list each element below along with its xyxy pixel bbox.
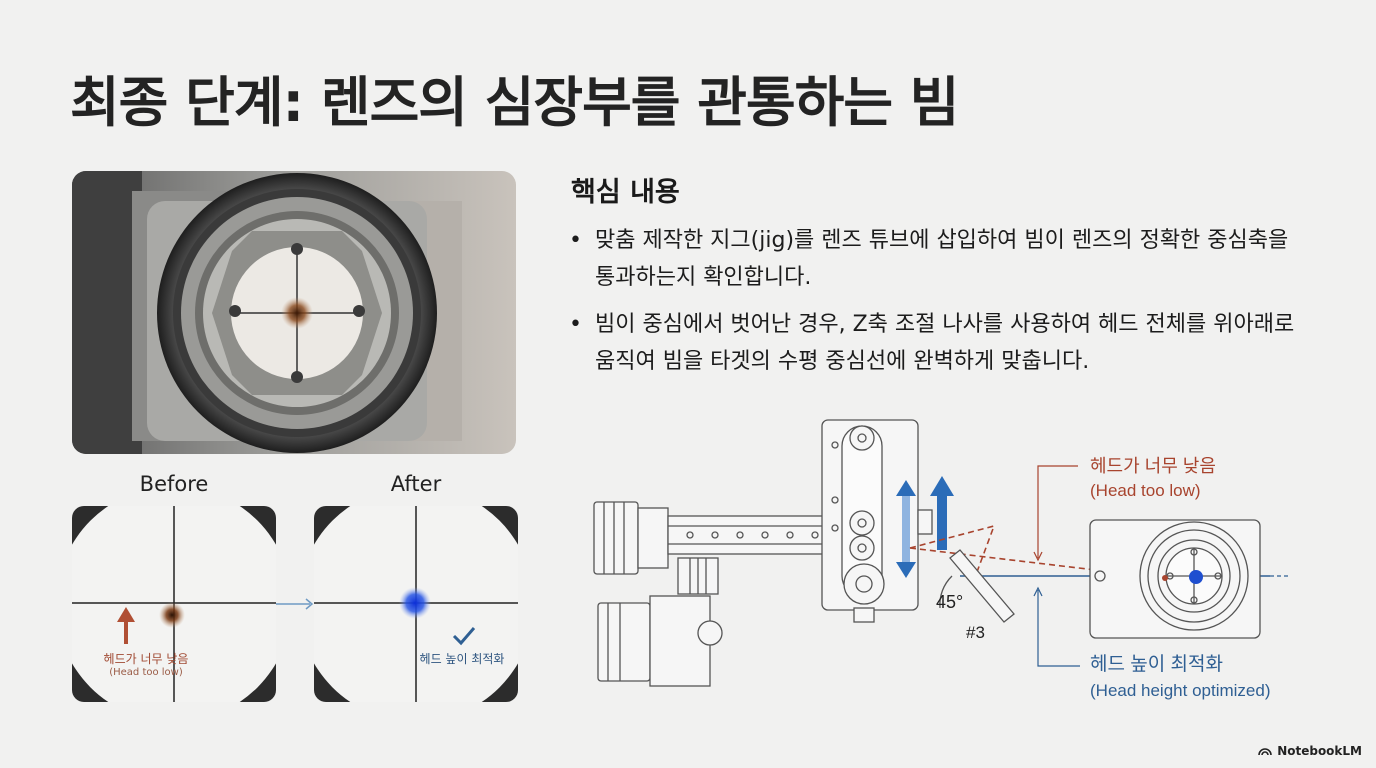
arrow-right-icon (276, 598, 314, 610)
head-optimized-label-en: (Head height optimized) (1090, 681, 1270, 700)
angle-label: 45° (936, 592, 963, 612)
lens-jig-photo (72, 171, 516, 454)
notebooklm-logo-icon (1258, 748, 1272, 756)
mirror-label: #3 (966, 623, 985, 642)
page-title: 최종 단계: 렌즈의 심장부를 관통하는 빔 (70, 71, 959, 134)
before-label: Before (139, 472, 209, 496)
head-too-low-label: 헤드가 너무 낮음 (1090, 456, 1216, 476)
key-content-heading: 핵심 내용 (571, 177, 680, 208)
head-alignment-diagram: 45° #3 헤드가 너무 낮음 (Head too low) (590, 408, 1320, 708)
before-caption: 헤드가 너무 낮음 (Head too low) (103, 652, 189, 678)
key-content-list: 맞춤 제작한 지그(jig)를 렌즈 튜브에 삽입하여 빔이 렌즈의 정확한 중… (569, 222, 1309, 390)
head-too-low-label-en: (Head too low) (1090, 481, 1201, 500)
head-optimized-label: 헤드 높이 최적화 (1090, 653, 1223, 675)
list-item: 빔이 중심에서 벗어난 경우, Z축 조절 나사를 사용하여 헤드 전체를 위아… (569, 306, 1309, 380)
brand-name: NotebookLM (1277, 744, 1362, 758)
list-item: 맞춤 제작한 지그(jig)를 렌즈 튜브에 삽입하여 빔이 렌즈의 정확한 중… (569, 222, 1309, 296)
footer-brand: NotebookLM (1258, 744, 1362, 758)
before-target-image: 헤드가 너무 낮음 (Head too low) (72, 506, 276, 702)
after-label: After (390, 472, 442, 496)
after-caption: 헤드 높이 최적화 (419, 652, 505, 666)
after-target-image: 헤드 높이 최적화 (314, 506, 518, 702)
